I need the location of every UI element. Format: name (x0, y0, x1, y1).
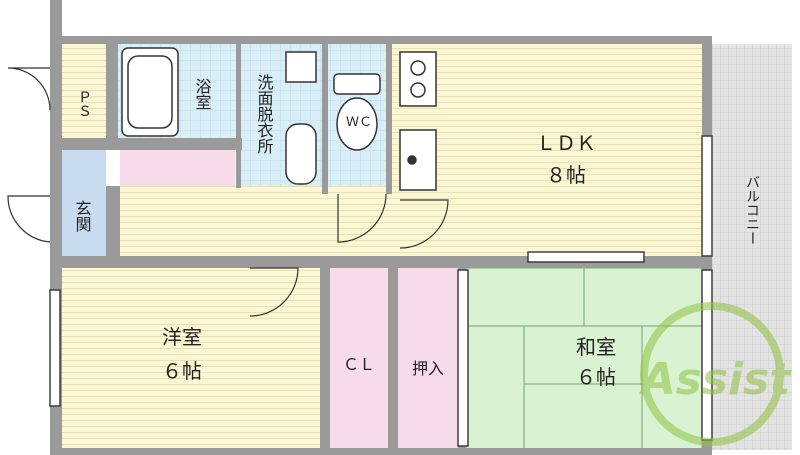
balcony-label: バルコニー (744, 175, 760, 245)
floor-oshiire (398, 268, 458, 450)
bathtub-icon (121, 47, 179, 137)
floor-entrance (62, 150, 106, 256)
western-name-label: 洋室 (162, 325, 202, 349)
watermark-text: Assist (639, 354, 793, 405)
ps-door[interactable] (7, 67, 51, 111)
ldk-name-label: ＬＤＫ (536, 131, 596, 155)
western-size-label: ６帖 (162, 359, 202, 383)
western-window[interactable] (49, 289, 61, 407)
doors (7, 67, 449, 317)
japanese-sliding-door[interactable] (527, 251, 645, 263)
room-labels: ＰＳ 浴室 洗面脱衣所 ＷＣ ＬＤＫ ８帖 玄関 洋室 ６帖 ＣＬ 押入 和室 … (73, 74, 761, 389)
ldk-size-label: ８帖 (546, 163, 586, 187)
washroom-label: 洗面脱衣所 (255, 74, 274, 154)
entrance-door[interactable] (7, 195, 51, 243)
floor-hall (106, 186, 396, 256)
sink-icon (399, 129, 437, 191)
wc-door[interactable] (337, 193, 387, 243)
western-door[interactable] (249, 267, 299, 317)
entrance-label: 玄関 (73, 200, 92, 233)
bath-label: 浴室 (193, 78, 212, 110)
sliding-doors (49, 135, 713, 447)
oshiire-label: 押入 (412, 359, 444, 378)
balcony-window-ldk[interactable] (701, 135, 713, 257)
floor-closet-hall (120, 150, 235, 186)
japanese-name-label: 和室 (576, 335, 616, 359)
ldk-door[interactable] (399, 199, 449, 249)
japanese-size-label: ６帖 (576, 365, 616, 389)
toilet-icon (333, 73, 381, 151)
floor-western (62, 268, 320, 450)
floor-ps (62, 44, 106, 138)
stove-icon (399, 51, 437, 107)
closet-label: ＣＬ (343, 355, 375, 374)
assist-logo: Assist (639, 302, 793, 446)
washbasin-icon (285, 51, 317, 185)
ps-label: ＰＳ (76, 90, 92, 118)
wc-label: ＷＣ (346, 115, 372, 130)
oshiire-sliding-door[interactable] (457, 269, 469, 447)
floor-closet (330, 268, 388, 450)
